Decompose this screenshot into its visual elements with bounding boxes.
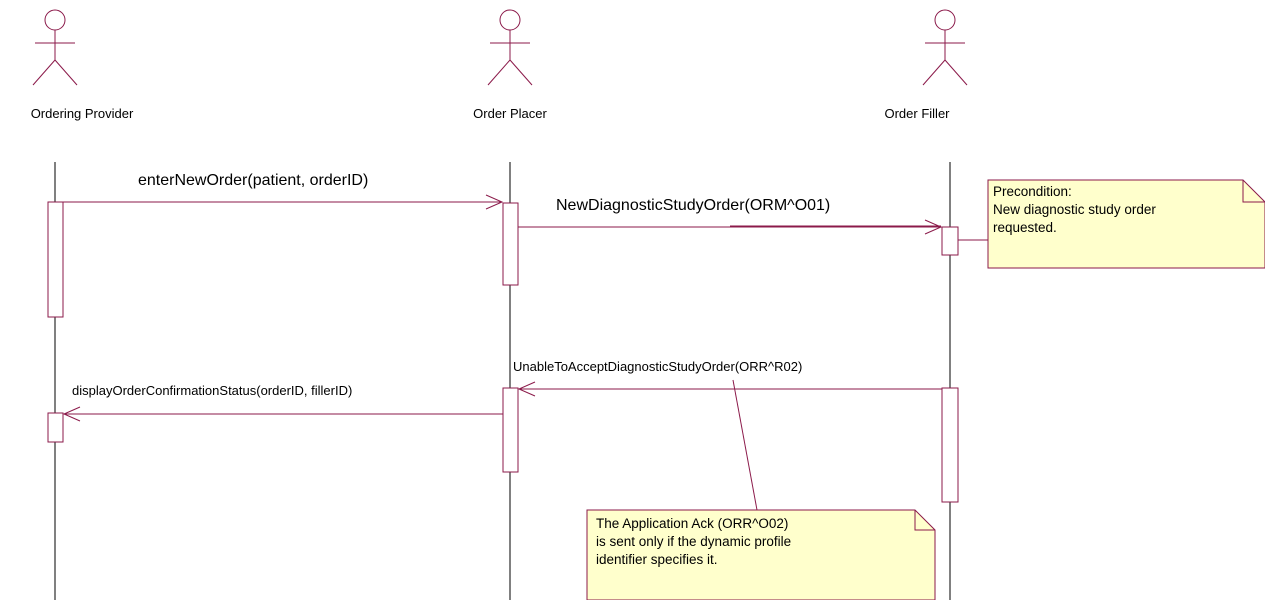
actor-label-order-filler: Order Filler [884,106,950,121]
message-label-new-diagnostic-study-order: NewDiagnosticStudyOrder(ORM^O01) [556,197,831,214]
activation-box [47,412,64,443]
actor-order-placer-icon [487,9,533,86]
activation-box [502,202,519,286]
note-application-ack [586,379,936,600]
message-arrow [517,381,942,397]
note-precondition-text: Precondition: New diagnostic study order… [993,184,1156,235]
message-label-enter-new-order: enterNewOrder(patient, orderID) [138,172,369,189]
actor-ordering-provider-icon [32,9,78,86]
message-arrow [63,194,504,210]
actor-label-order-placer: Order Placer [473,106,547,121]
activation-box [941,387,959,503]
actor-order-filler-icon [922,9,968,86]
actor-label-ordering-provider: Ordering Provider [30,106,134,121]
note-application-ack-text: The Application Ack (ORR^O02) is sent on… [596,516,792,567]
message-label-display-confirmation: displayOrderConfirmationStatus(orderID, … [72,383,353,398]
message-label-unable-to-accept: UnableToAcceptDiagnosticStudyOrder(ORR^R… [513,359,803,374]
message-arrow [62,406,503,422]
activation-box [47,201,64,318]
activation-box [502,387,519,473]
message-arrow [518,219,943,235]
activation-box [941,226,959,256]
note-precondition [958,179,1265,269]
